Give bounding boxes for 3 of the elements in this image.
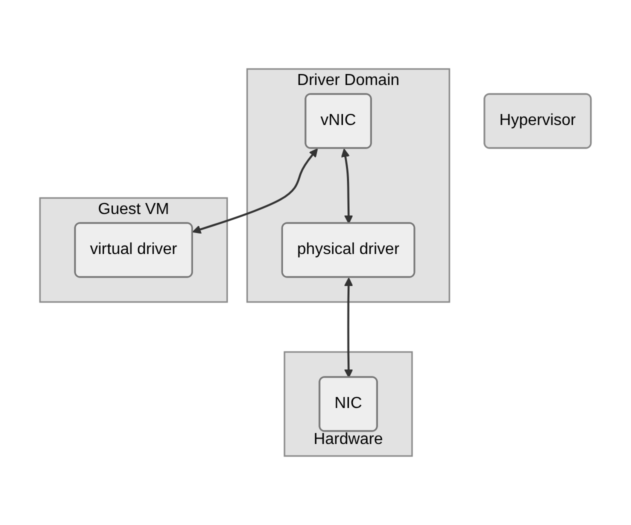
arrow	[192, 148, 318, 234]
arrow	[344, 278, 354, 378]
arrow	[341, 148, 354, 224]
